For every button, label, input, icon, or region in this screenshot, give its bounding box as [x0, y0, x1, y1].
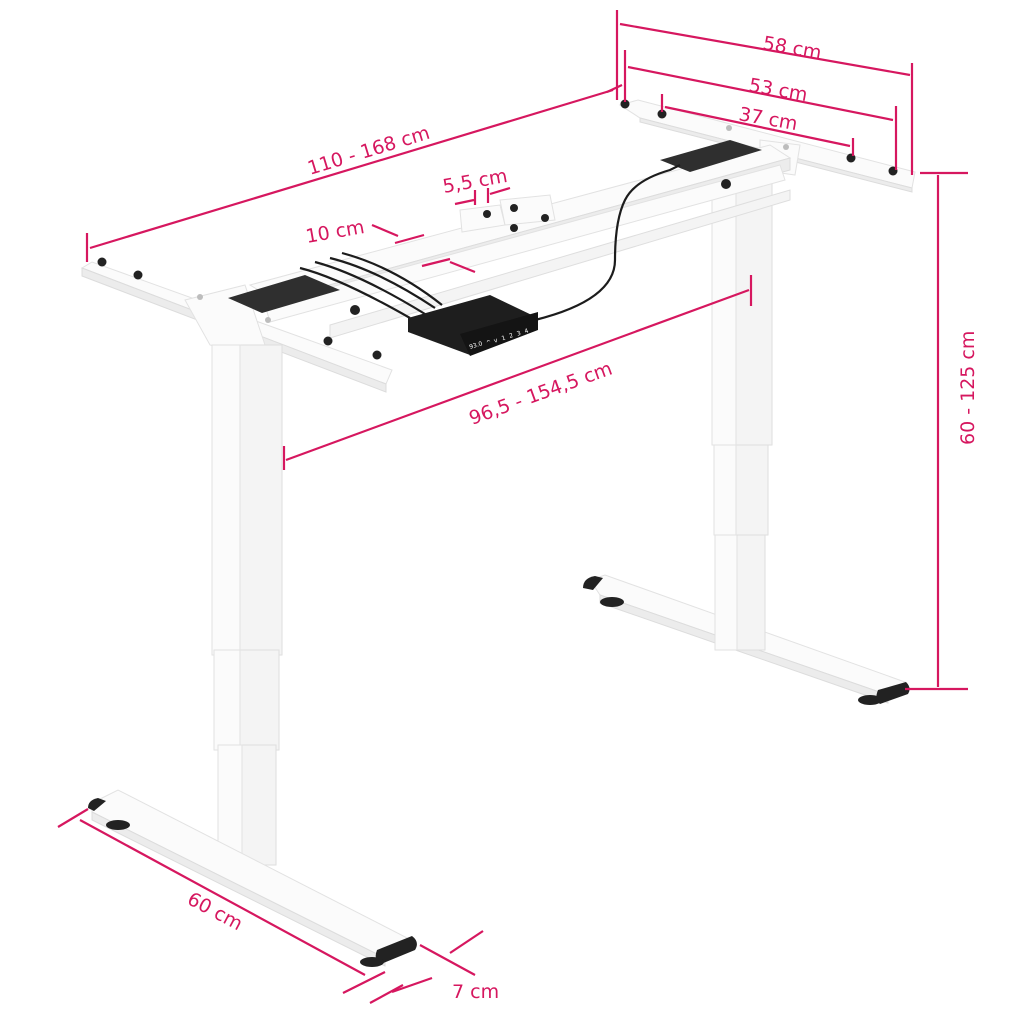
top-frame — [80, 99, 916, 393]
left-leg — [88, 344, 417, 967]
mounting-pads — [97, 99, 898, 360]
right-foot-glide-back — [600, 597, 624, 607]
label-leg-distance: 96,5 - 154,5 cm — [466, 358, 615, 430]
left-mount-pad — [228, 275, 340, 313]
dimension-lines — [57, 10, 968, 1004]
control-button-2: 2 — [508, 332, 514, 340]
right-leg — [583, 174, 910, 705]
left-foot-front-cap — [375, 936, 417, 964]
control-display: 93.0 — [469, 340, 484, 351]
right-foot-back-cap — [583, 576, 603, 590]
left-foot-glide-back — [106, 820, 130, 830]
control-button-up: ^ — [485, 339, 492, 347]
label-foot-width: 7 cm — [452, 981, 499, 1003]
control-button-1: 1 — [501, 334, 507, 342]
control-button-4: 4 — [524, 327, 530, 335]
control-box: 93.0 ^ v 1 2 3 4 — [408, 295, 538, 356]
right-mount-pad — [660, 140, 762, 172]
right-foot-glide-front — [858, 695, 882, 705]
label-10cm: 10 cm — [304, 216, 366, 248]
left-foot-glide-front — [360, 957, 384, 967]
cables — [299, 164, 681, 322]
right-foot-front-cap — [876, 682, 910, 704]
control-button-down: v — [493, 337, 499, 345]
label-height: 60 - 125 cm — [957, 331, 979, 445]
label-53cm: 53 cm — [747, 74, 809, 106]
label-foot-length: 60 cm — [184, 888, 247, 935]
control-button-3: 3 — [516, 330, 522, 338]
label-58cm: 58 cm — [761, 32, 823, 64]
left-foot-back-cap — [88, 798, 106, 811]
